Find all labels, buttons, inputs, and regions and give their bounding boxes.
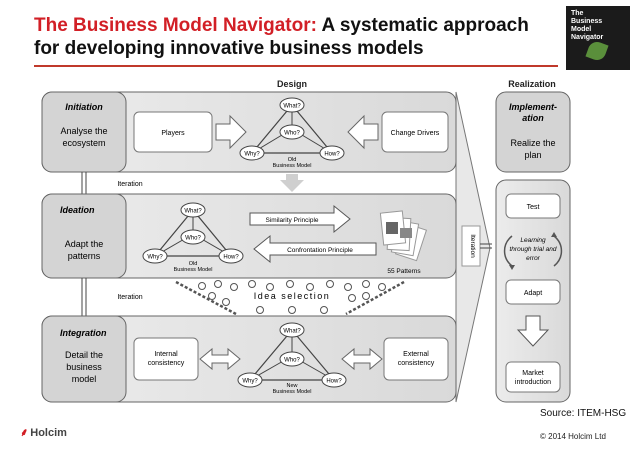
diagram-text-17: ation	[522, 113, 544, 123]
triangle-integration: What? Who? Why? How? New Business Model	[237, 322, 347, 395]
market-introduction-box	[505, 361, 561, 393]
diagram-text-0: What?	[184, 209, 202, 215]
external-consistency-box	[383, 337, 449, 381]
change-drivers-label: Change Drivers	[391, 130, 440, 137]
diagram-text-2: Why?	[147, 255, 163, 261]
initiation-phase-box	[41, 91, 127, 173]
diagram-text-11: Who?	[284, 358, 300, 364]
book-cover: The Business Model Navigator	[566, 6, 630, 70]
diagram-text-26: introduction	[515, 379, 551, 386]
diagram-text-8: External	[403, 351, 429, 358]
tri-what: What?	[283, 104, 301, 110]
implementation-box	[495, 91, 571, 173]
change-drivers-arrow	[347, 114, 379, 150]
integration-phase-box	[41, 315, 127, 403]
initiation-body-2: ecosystem	[62, 138, 105, 148]
iteration-label-1: Iteration	[117, 181, 142, 188]
tri-why: Why?	[244, 152, 260, 158]
tri-who: Who?	[284, 131, 300, 137]
tri-caption-2: Business Model	[273, 163, 312, 169]
section-design: Design	[277, 79, 307, 89]
diagram-text-21: Learning	[520, 237, 546, 244]
internal-arrow	[199, 347, 241, 371]
adapt-box	[505, 279, 561, 305]
page-title: The Business Model Navigator: A systemat…	[34, 14, 554, 60]
diagram-text-22: through trial and	[510, 246, 557, 253]
diagram-text-15: Business Model	[273, 389, 312, 395]
diagram-text-12: Why?	[242, 379, 258, 385]
copyright: © 2014 Holcim Ltd	[540, 432, 606, 441]
ideation-body-1: Adapt the	[65, 239, 104, 249]
learning-cycle-left	[503, 235, 513, 267]
integration-title: Integration	[60, 328, 107, 338]
diagram-text-13: How?	[326, 379, 342, 385]
down-arrow-1	[280, 174, 304, 192]
initiation-body-1: Analyse the	[60, 126, 107, 136]
external-arrow	[341, 347, 383, 371]
diagram-text-10: What?	[283, 329, 301, 335]
integration-body-3: model	[72, 374, 97, 384]
section-realization: Realization	[508, 79, 556, 89]
similarity-label: Similarity Principle	[265, 217, 318, 224]
diagram-text-23: error	[526, 255, 541, 262]
integration-body-1: Detail the	[65, 350, 103, 360]
pattern-cards	[379, 210, 428, 262]
confrontation-arrow	[253, 234, 377, 264]
idea-selection-label: Idea selection	[254, 291, 331, 301]
iteration-label-vertical: Iteration	[469, 234, 476, 258]
diagram-text-4: Old	[189, 261, 198, 267]
change-drivers-box	[381, 111, 449, 153]
tri-caption-1: Old	[288, 157, 297, 163]
diagram-text-14: New	[286, 383, 297, 389]
diagram-text-24: Adapt	[524, 290, 542, 297]
title-highlight: The Business Model Navigator:	[34, 15, 317, 36]
diagram-text-20: Test	[527, 204, 540, 211]
ideation-body-2: patterns	[68, 251, 101, 261]
iteration-label-2: Iteration	[117, 294, 142, 301]
players-arrow	[215, 114, 247, 150]
diagram-text-6: Internal	[154, 351, 178, 358]
diagram-text-18: Realize the	[510, 138, 555, 148]
ideation-title: Ideation	[60, 205, 95, 215]
holcim-logo: ⸙Holcim	[20, 427, 67, 439]
similarity-arrow	[249, 204, 351, 234]
down-arrow-realization	[516, 315, 550, 347]
test-box	[505, 193, 561, 219]
initiation-title: Initiation	[65, 102, 103, 112]
ideation-phase-box	[41, 193, 127, 279]
title-rule	[34, 65, 558, 67]
triangle-initiation: What? Who? Why? How? Old Business Model	[239, 97, 345, 169]
patterns-label: 55 Patterns	[387, 268, 421, 275]
players-box	[133, 111, 213, 153]
diagram-text-3: How?	[223, 255, 239, 261]
source-label: Source: ITEM-HSG	[540, 408, 627, 419]
players-label: Players	[161, 130, 185, 137]
confrontation-label: Confrontation Principle	[287, 247, 353, 254]
holcim-mark-icon: ⸙	[20, 427, 29, 439]
diagram-text-9: consistency	[398, 360, 435, 367]
book-title: The Business Model Navigator	[571, 10, 604, 41]
diagram-text-1: Who?	[185, 236, 201, 242]
learning-cycle-right	[553, 235, 563, 267]
idea-dots	[198, 280, 386, 314]
diagram-text-5: Business Model	[174, 267, 213, 273]
diagram-text-25: Market	[522, 370, 543, 377]
diagram-text-19: plan	[524, 150, 541, 160]
internal-consistency-box	[133, 337, 199, 381]
title-rest: A systematic approach for developing inn…	[34, 15, 529, 59]
triangle-ideation: What? Who? Why? How? Old Business Model	[142, 202, 244, 273]
integration-body-2: business	[66, 362, 102, 372]
tri-how: How?	[324, 152, 340, 158]
diagram-text-16: Implement-	[509, 102, 557, 112]
diagram-text-7: consistency	[148, 360, 185, 367]
